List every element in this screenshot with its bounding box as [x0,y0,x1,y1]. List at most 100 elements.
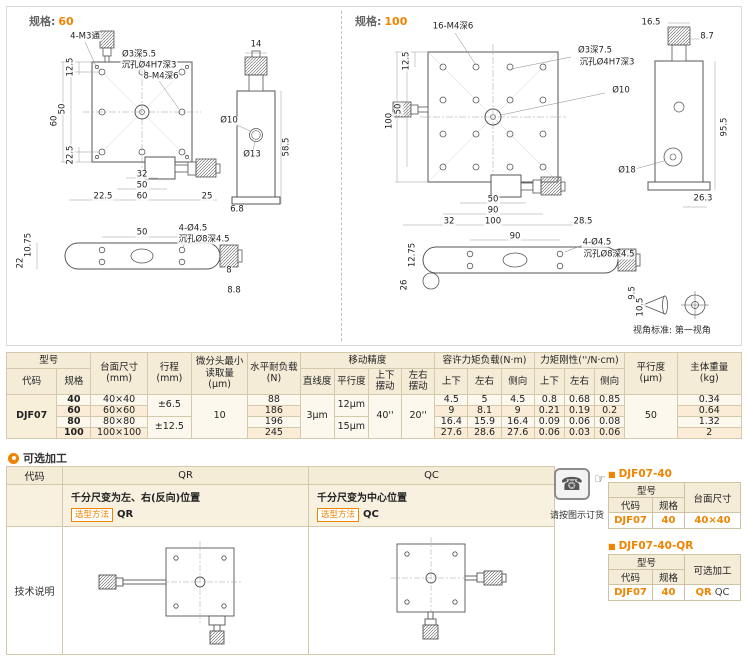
col-header-size: 台面尺寸 [684,482,742,513]
cell: 88 [247,393,301,406]
col-header-code: 代码 [608,569,653,585]
spec-label: 规格: [355,15,382,28]
spec-value: 40 [651,512,686,529]
dim-label: 12.5 [65,56,76,78]
cell: 3μm [299,393,335,439]
dim-label: 4-Ø4.5 [581,237,613,248]
dim-label: 沉孔Ø4H7深3 [120,60,178,71]
dim-label: 100 [384,111,395,131]
code-value: DJF07 [608,584,653,601]
col-header-stiff-lr: 左右 [563,368,596,395]
dim-label: 26 [399,278,410,292]
qr-code: QR [117,509,134,520]
col-header-travel: 行程(mm) [146,352,192,395]
col-header-moment-lat: 侧向 [500,368,535,395]
cell: ±12.5 [146,415,192,439]
dim-label: 22.5 [92,191,114,202]
panel-divider [341,11,342,341]
dim-label: 6.8 [229,204,245,215]
dim-label: 100 [483,216,503,227]
col-header-model: 型号 [607,554,686,570]
dim-label: 4-M3通 [69,31,101,42]
example-2-title: DJF07-40-QR [618,540,694,552]
col-header-straightness: 直线度 [299,368,335,395]
col-header-parallel-acc: 平行度 [333,368,369,395]
col-header-code: 代码 [608,497,653,513]
spec100-title: 规格:100 [355,13,407,29]
col-header-weight: 主体重量(kg) [676,352,743,395]
qc-option-drawing [389,537,506,640]
spec-table-wrap: 型号 台面尺寸(mm) 行程(mm) 微分头最小读取量(μm) 水平耐负载(N)… [5,352,743,439]
col-header-qc: QC [308,466,555,485]
cell: 1.32 [676,415,743,428]
spec-value: 100 [384,15,408,28]
spec-row-40: DJF07 40 40×40 ±6.5 10 88 3μm 12μm 40'' … [5,393,743,439]
cell: 0.06 [563,415,596,428]
dim-label: 50 [57,102,68,116]
dim-label: 8 [225,265,233,276]
cell: 245 [247,426,301,439]
selection-method-badge: 选型方法 [317,508,360,522]
dim-label: 95.5 [719,116,730,138]
example-1-table: 型号台面尺寸 代码规格 DJF07 40 40×40 [607,482,742,529]
spec-label: 规格: [29,15,56,28]
spec-table: 型号 台面尺寸(mm) 行程(mm) 微分头最小读取量(μm) 水平耐负载(N)… [5,352,743,439]
qc-option: QC [714,587,730,598]
spec-cell: 60 [56,404,92,417]
dim-label: Ø10 [611,85,631,96]
qc-description: 千分尺变为中心位置 [317,493,407,504]
dim-label: 60 [135,191,149,202]
qc-drawing-cell [308,526,555,655]
model-code-cell: DJF07 [5,393,58,439]
phone-icon: ☎ [554,468,590,500]
dim-label: 12.5 [401,50,412,72]
cell: 4.5 [500,393,535,406]
dim-label: 60 [49,114,60,128]
qr-drawing-cell [62,526,309,655]
dim-label: Ø18 [617,165,637,176]
col-header-spec: 规格 [651,497,686,513]
cell: 16.4 [500,415,535,428]
view-standard-note: 视角标准: 第一视角 [633,326,711,336]
dim-label: 10.5 [635,296,646,318]
col-header-moment-lr: 左右 [467,368,502,395]
cell: 50 [624,393,678,439]
dim-label: Ø13 [242,149,262,160]
col-header-load: 水平耐负载(N) [247,352,301,395]
cell: 8.1 [467,404,502,417]
col-header-stiff-lat: 侧向 [594,368,626,395]
cell: 4.5 [434,393,469,406]
dim-label: 沉孔Ø4H7深3 [578,57,636,68]
cell: 0.85 [594,393,626,406]
col-header-model: 型号 [5,352,92,369]
cell: 5 [467,393,502,406]
cell: 40'' [367,393,403,439]
col-header-stiff-ud: 上下 [533,368,565,395]
col-header-parallelism: 平行度(μm) [624,352,678,395]
col-header-pitch: 上下摆动 [367,368,403,395]
dim-label: Ø3深5.5 [120,49,158,60]
cell: 60×60 [90,404,148,417]
cell: 0.2 [594,404,626,417]
cell: 27.6 [434,426,469,439]
dim-label: 58.5 [281,136,292,158]
col-header-moment-ud: 上下 [434,368,469,395]
hand-pointer-icon: ☞ [594,472,606,487]
cell: 80×80 [90,415,148,428]
cell: 10 [190,393,249,439]
cell: 196 [247,415,301,428]
optional-section-title: 可选加工 [8,450,67,466]
section-marker-icon [8,452,19,464]
cell: 186 [247,404,301,417]
drawing-spec100 [392,22,716,319]
code-value: DJF07 [608,512,653,529]
spec60-title: 规格:60 [29,13,74,29]
